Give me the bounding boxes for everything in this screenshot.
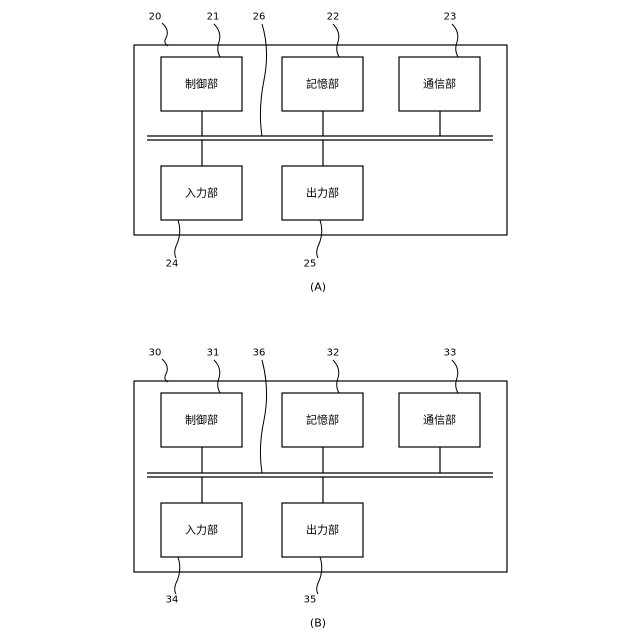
leader-device-b bbox=[162, 359, 168, 382]
comm-block-label: 通信部 bbox=[423, 413, 456, 427]
ref-storage-b: 32 bbox=[327, 348, 340, 359]
figure-caption-b: (B) bbox=[310, 617, 326, 630]
input-block-label: 入力部 bbox=[185, 523, 218, 537]
control-block-a: 制御部 bbox=[161, 57, 242, 111]
ref-device-a: 20 bbox=[149, 12, 162, 23]
ref-input-a: 24 bbox=[166, 259, 179, 270]
figure-a: 制御部 記憶部 通信部 入力部 出力部 20 21 26 22 23 bbox=[134, 12, 507, 294]
ref-comm-a: 23 bbox=[444, 12, 457, 23]
comm-block-b: 通信部 bbox=[399, 393, 480, 447]
ref-device-b: 30 bbox=[149, 348, 162, 359]
storage-block-b: 記憶部 bbox=[282, 393, 363, 447]
output-block-label: 出力部 bbox=[306, 523, 339, 537]
comm-block-a: 通信部 bbox=[399, 57, 480, 111]
figure-b: 制御部 記憶部 通信部 入力部 出力部 30 31 36 32 33 34 bbox=[134, 348, 507, 630]
control-block-label: 制御部 bbox=[185, 413, 218, 427]
ref-control-b: 31 bbox=[207, 348, 220, 359]
output-block-a: 出力部 bbox=[282, 166, 363, 220]
ref-output-a: 25 bbox=[304, 259, 317, 270]
input-block-a: 入力部 bbox=[161, 166, 242, 220]
storage-block-label: 記憶部 bbox=[306, 413, 339, 427]
control-block-label: 制御部 bbox=[185, 77, 218, 91]
ref-control-a: 21 bbox=[207, 12, 220, 23]
ref-output-b: 35 bbox=[304, 595, 317, 606]
output-block-label: 出力部 bbox=[306, 186, 339, 200]
storage-block-a: 記憶部 bbox=[282, 57, 363, 111]
ref-bus-b: 36 bbox=[253, 348, 266, 359]
leader-device-a bbox=[162, 23, 168, 46]
output-block-b: 出力部 bbox=[282, 503, 363, 557]
storage-block-label: 記憶部 bbox=[306, 77, 339, 91]
ref-comm-b: 33 bbox=[444, 348, 457, 359]
input-block-b: 入力部 bbox=[161, 503, 242, 557]
figure-caption-a: (A) bbox=[310, 281, 326, 294]
ref-input-b: 34 bbox=[166, 595, 179, 606]
comm-block-label: 通信部 bbox=[423, 77, 456, 91]
control-block-b: 制御部 bbox=[161, 393, 242, 447]
ref-storage-a: 22 bbox=[327, 12, 340, 23]
ref-bus-a: 26 bbox=[253, 12, 266, 23]
input-block-label: 入力部 bbox=[185, 186, 218, 200]
